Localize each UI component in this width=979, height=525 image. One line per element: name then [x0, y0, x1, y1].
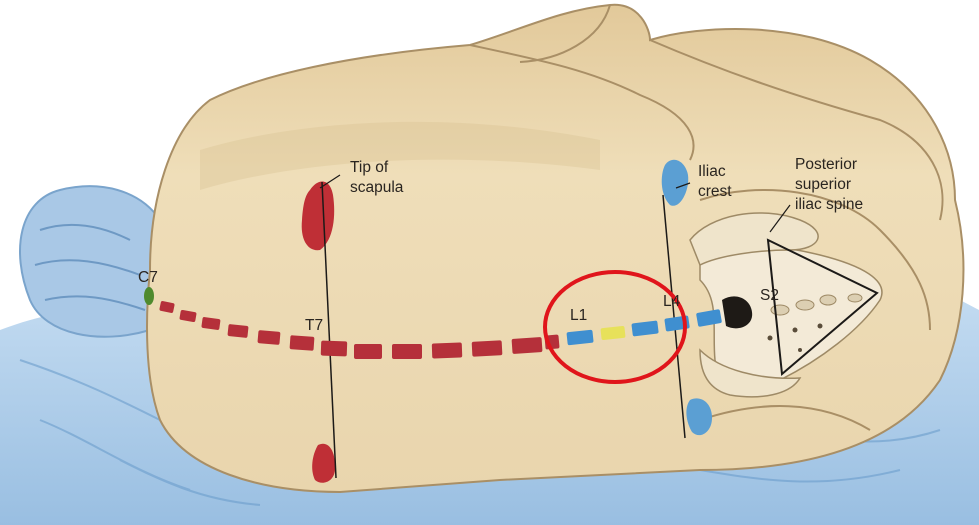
sacral-foramen	[796, 300, 814, 310]
vertebra	[512, 337, 543, 354]
vertebra	[290, 335, 315, 351]
sacral-foramen	[848, 294, 862, 302]
label-psis-line2: superior	[795, 176, 851, 193]
label-psis: Posterior superior iliac spine	[795, 156, 863, 213]
label-l4: L4	[663, 293, 681, 310]
vertebra	[354, 344, 382, 359]
label-t7: T7	[305, 317, 323, 334]
label-iliac-crest-line2: crest	[698, 183, 732, 200]
vertebra	[257, 330, 280, 345]
sacral-dot	[818, 324, 823, 329]
sacral-dot	[768, 336, 773, 341]
label-iliac-crest-line1: Iliac	[698, 163, 726, 180]
label-tip-of-scapula-line2: scapula	[350, 179, 404, 196]
sacral-foramen	[820, 295, 836, 305]
vertebra	[392, 344, 422, 359]
vertebra-l2	[600, 326, 625, 340]
body-torso	[147, 5, 963, 492]
label-c7: C7	[138, 269, 158, 286]
vertebra	[472, 340, 503, 357]
sacral-foramen	[771, 305, 789, 315]
vertebra	[432, 342, 463, 358]
sacral-dot	[793, 328, 798, 333]
label-psis-line1: Posterior	[795, 156, 857, 173]
vertebra	[321, 341, 348, 357]
label-s2: S2	[760, 287, 779, 304]
sacral-dot	[798, 348, 802, 352]
c7-marker	[144, 287, 154, 305]
vertebra	[227, 324, 248, 338]
label-tip-of-scapula-line1: Tip of	[350, 159, 389, 176]
label-l1: L1	[570, 307, 587, 324]
label-psis-line3: iliac spine	[795, 196, 863, 213]
vertebra-l1	[566, 330, 593, 346]
